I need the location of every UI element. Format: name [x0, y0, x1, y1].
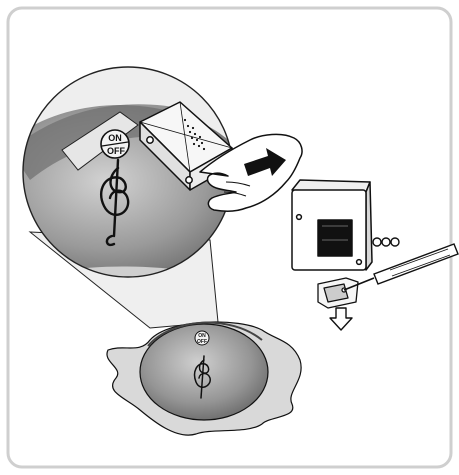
on-label: ON	[108, 133, 122, 143]
on-off-button: ON OFF	[101, 130, 129, 158]
battery-unit	[292, 180, 372, 270]
battery-cover	[318, 278, 358, 308]
off-label: OFF	[107, 146, 125, 156]
small-off-label: OFF	[197, 339, 207, 345]
battery-icon	[373, 238, 399, 246]
